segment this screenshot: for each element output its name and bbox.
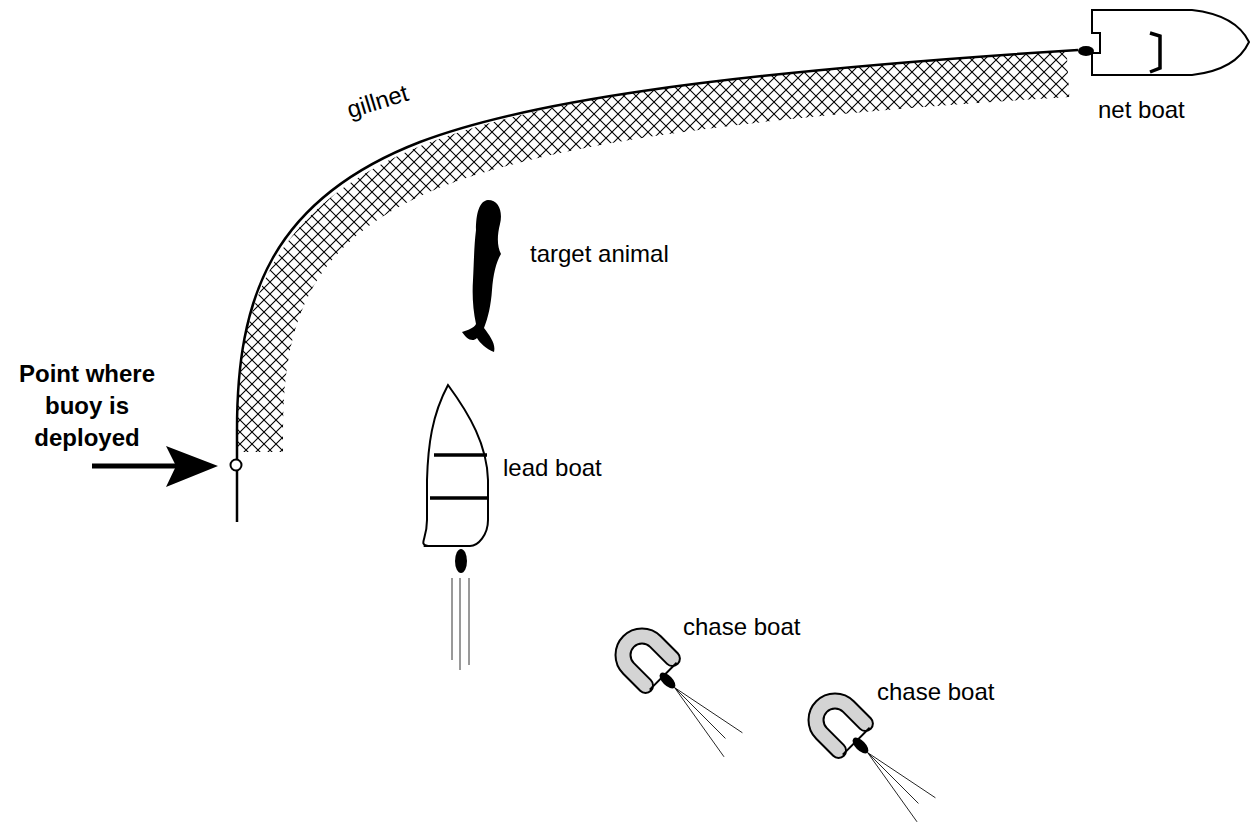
label: target animal [530,240,669,269]
beluga [462,200,501,352]
label: lead boat [503,454,602,483]
pointer-arrow [92,446,218,487]
label: chase boat [877,678,994,707]
buoy [231,460,242,471]
label: gillnet [344,79,412,125]
net-line [237,50,1078,522]
label: Point where buoy is deployed [4,358,170,454]
net-boat [1078,10,1249,75]
lead-boat [423,385,488,670]
label: net boat [1098,96,1185,125]
net-mesh [260,74,1068,452]
chase-boat [615,628,747,760]
chase-boat [808,693,940,824]
label: chase boat [683,613,800,642]
